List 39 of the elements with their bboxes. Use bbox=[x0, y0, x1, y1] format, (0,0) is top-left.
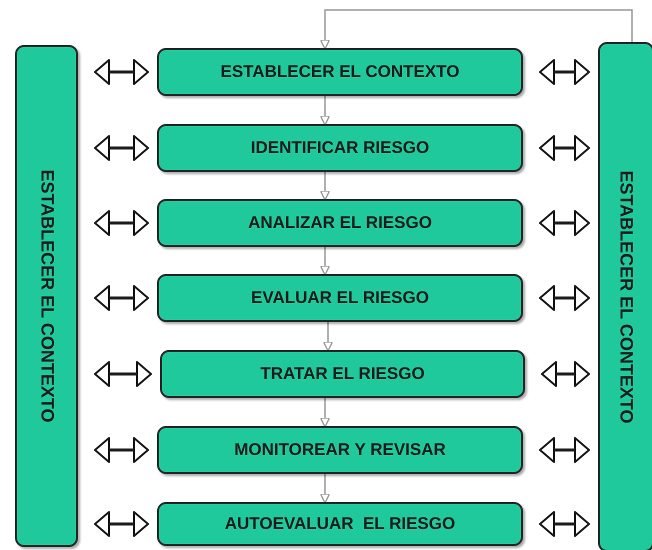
step-label: EVALUAR EL RIESGO bbox=[251, 288, 429, 308]
double-arrow bbox=[94, 511, 149, 537]
process-box bbox=[157, 199, 523, 247]
process-box bbox=[160, 350, 525, 398]
process-box bbox=[157, 502, 523, 546]
side-bar bbox=[15, 45, 78, 547]
double-arrow bbox=[539, 210, 590, 236]
double-arrow bbox=[541, 361, 590, 387]
arrow bbox=[320, 398, 330, 428]
step-label: TRATAR EL RIESGO bbox=[260, 364, 425, 384]
double-arrow bbox=[539, 437, 590, 463]
step-label: IDENTIFICAR RIESGO bbox=[250, 138, 430, 158]
process-box bbox=[157, 48, 523, 96]
arrow bbox=[320, 96, 330, 126]
step-label: ESTABLECER EL CONTEXTO bbox=[220, 62, 460, 82]
double-arrow bbox=[94, 59, 149, 85]
arrow bbox=[320, 247, 330, 276]
double-arrow bbox=[94, 437, 149, 463]
side-bar bbox=[598, 42, 652, 550]
double-arrow bbox=[539, 285, 590, 311]
step-label: ANALIZAR EL RIESGO bbox=[248, 213, 432, 233]
double-arrow bbox=[94, 135, 149, 161]
double-arrow bbox=[539, 135, 590, 161]
double-arrow bbox=[94, 285, 149, 311]
double-arrow bbox=[539, 59, 590, 85]
step-label: AUTOEVALUAR EL RIESGO bbox=[224, 514, 456, 534]
process-box bbox=[157, 426, 523, 474]
step-label: MONITOREAR Y REVISAR bbox=[234, 440, 446, 460]
step-label: ESTABLECER EL CONTEXTO bbox=[36, 169, 57, 423]
process-box bbox=[157, 274, 523, 322]
double-arrow bbox=[539, 511, 590, 537]
arrow bbox=[320, 9, 633, 50]
arrow bbox=[320, 474, 330, 504]
double-arrow bbox=[94, 361, 152, 387]
process-box bbox=[157, 124, 523, 172]
arrow bbox=[322, 322, 334, 352]
arrow bbox=[320, 172, 330, 201]
double-arrow bbox=[94, 210, 149, 236]
step-label: ESTABLECER EL CONTEXTO bbox=[616, 170, 636, 424]
